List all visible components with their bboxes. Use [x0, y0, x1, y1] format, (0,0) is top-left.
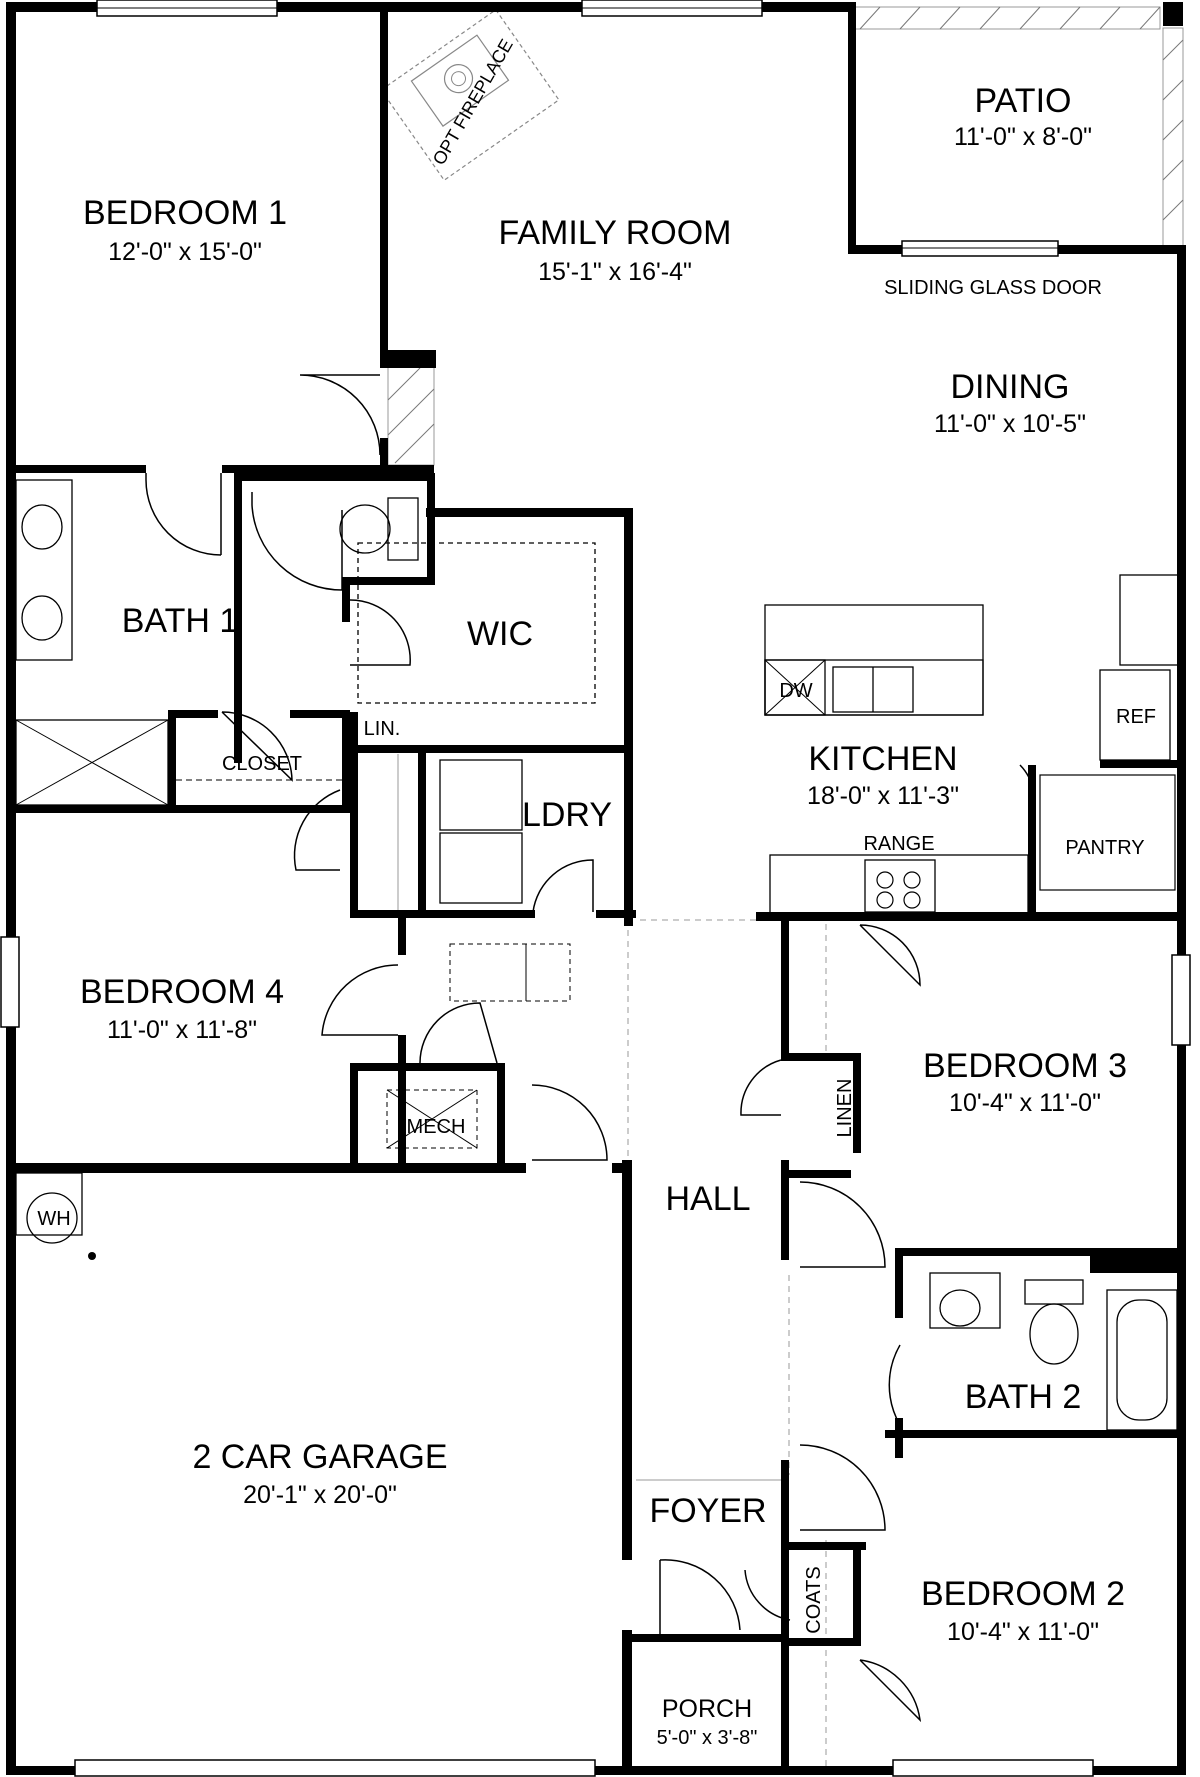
bedroom1-name: BEDROOM 1 — [83, 194, 287, 232]
range-icon — [864, 859, 936, 913]
water-heater-icon — [26, 1192, 78, 1244]
washer-icon — [439, 832, 523, 904]
refrigerator-icon — [1099, 669, 1171, 761]
pantry-label: PANTRY — [1065, 837, 1144, 859]
opt-fireplace-label: OPT FIREPLACE — [429, 36, 517, 169]
porch-name: PORCH — [662, 1695, 752, 1723]
sliding-glass-door-label: SLIDING GLASS DOOR — [884, 277, 1102, 299]
dishwasher-icon — [764, 659, 826, 716]
bath2-name: BATH 2 — [965, 1378, 1082, 1416]
dining-name: DINING — [951, 368, 1070, 406]
wic-name: WIC — [467, 615, 533, 653]
bathtub-icon — [1106, 1289, 1178, 1431]
porch-dim: 5'-0" x 3'-8" — [657, 1727, 758, 1749]
sink-icon — [21, 504, 63, 550]
range-label: RANGE — [863, 833, 934, 855]
sink-icon — [939, 1289, 981, 1327]
bedroom3-name: BEDROOM 3 — [923, 1047, 1127, 1085]
bedroom2-name: BEDROOM 2 — [921, 1575, 1125, 1613]
bedroom4-dim: 11'-0" x 11'-8" — [107, 1016, 257, 1044]
wh-label: WH — [37, 1208, 70, 1230]
doors — [145, 374, 1035, 1723]
bath1-name: BATH 1 — [122, 602, 239, 640]
garage-name: 2 CAR GARAGE — [192, 1438, 447, 1476]
garage-dim: 20'-1" x 20'-0" — [243, 1481, 397, 1509]
sink-icon — [21, 595, 63, 641]
toilet-icon — [339, 497, 419, 561]
patio-dim: 11'-0" x 8'-0" — [954, 123, 1092, 151]
fixtures — [15, 479, 1181, 1431]
family-room-name: FAMILY ROOM — [498, 214, 731, 252]
mech-label: MECH — [407, 1116, 466, 1138]
coats-label: COATS — [803, 1566, 825, 1633]
bedroom2-dim: 10'-4" x 11'-0" — [947, 1618, 1099, 1646]
lin-label: LIN. — [364, 718, 401, 740]
laundry-name: LDRY — [522, 796, 612, 834]
closet-label: CLOSET — [222, 753, 302, 775]
shower-icon — [15, 719, 169, 806]
patio-name: PATIO — [975, 82, 1072, 120]
kitchen-dim: 18'-0" x 11'-3" — [807, 782, 959, 810]
bedroom1-dim: 12'-0" x 15'-0" — [108, 238, 262, 266]
dining-dim: 11'-0" x 10'-5" — [934, 410, 1086, 438]
toilet-icon — [1024, 1279, 1084, 1365]
ref-label: REF — [1116, 706, 1156, 728]
room-labels: BEDROOM 1 12'-0" x 15'-0" FAMILY ROOM 15… — [37, 82, 1156, 1749]
mech-unit — [386, 1089, 478, 1149]
linen-label: LINEN — [834, 1079, 856, 1138]
hall-name: HALL — [665, 1180, 750, 1218]
bedroom3-dim: 10'-4" x 11'-0" — [949, 1089, 1101, 1117]
foyer-name: FOYER — [649, 1492, 766, 1530]
kitchen-name: KITCHEN — [808, 740, 957, 778]
dryer-icon — [439, 759, 523, 831]
family-room-dim: 15'-1" x 16'-4" — [538, 258, 692, 286]
bedroom4-name: BEDROOM 4 — [80, 973, 284, 1011]
door-bedroom1 — [299, 374, 381, 456]
dw-label: DW — [779, 680, 812, 702]
